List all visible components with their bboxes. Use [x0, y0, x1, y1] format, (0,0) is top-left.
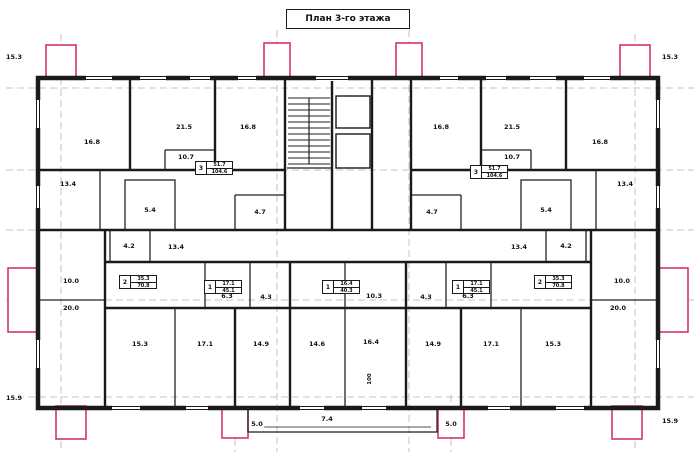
room-area-label: 4.3 [420, 293, 432, 301]
apartment-total-area: 104.6 [207, 168, 232, 175]
window-glazing [36, 76, 660, 410]
apartment-rooms-count: 3 [196, 162, 207, 174]
room-area-label: 10.0 [613, 277, 631, 285]
room-area-label: 14.9 [424, 340, 442, 348]
apartment-total-area: 45.1 [216, 287, 241, 294]
apartment-living-area: 35.3 [552, 276, 565, 282]
apartment-rooms-count: 1 [323, 281, 334, 293]
room-area-label: 5.4 [144, 206, 156, 214]
apartment-living-area: 51.7 [213, 162, 226, 168]
room-area-label: 10.0 [62, 277, 80, 285]
room-area-label: 10.7 [177, 153, 195, 161]
room-area-label: 10.3 [365, 292, 383, 300]
room-area-label: 13.4 [59, 180, 77, 188]
dimension-label: 5.0 [444, 420, 458, 428]
room-area-label: 15.3 [131, 340, 149, 348]
balcony-top-center-left [263, 42, 291, 80]
apartment-rooms-count: 2 [535, 276, 546, 288]
dimension-label: 15.9 [4, 394, 24, 402]
room-area-label: 4.7 [254, 208, 266, 216]
room-area-label: 20.0 [609, 304, 627, 312]
apartment-total-area: 104.6 [482, 172, 507, 179]
balcony-bottom-center-left [221, 406, 249, 439]
room-area-label: 4.3 [260, 293, 272, 301]
room-area-label: 10.7 [503, 153, 521, 161]
partition-walls [38, 149, 658, 408]
entrance-porch [247, 408, 438, 433]
apartment-summary-box: 2 35.3 70.8 [534, 275, 572, 289]
bathroom-left-walls [124, 179, 176, 231]
balcony-left [7, 267, 39, 333]
room-area-label: 15.3 [544, 340, 562, 348]
dimension-label: 100 [367, 373, 373, 385]
apartment-living-area: 17.1 [222, 281, 235, 287]
bathroom-right-walls [520, 179, 572, 231]
room-area-label: 14.9 [252, 340, 270, 348]
room-area-label: 21.5 [175, 123, 193, 131]
apartment-summary-box: 3 51.7 104.6 [195, 161, 233, 175]
room-area-label: 13.4 [510, 243, 528, 251]
apartment-summary-box: 1 17.1 45.1 [204, 280, 242, 294]
room-area-label: 4.2 [123, 242, 135, 250]
balcony-top-center-right [395, 42, 423, 80]
room-area-label: 4.2 [560, 242, 572, 250]
drawing-title: План 3-го этажа [286, 9, 410, 29]
room-area-label: 21.5 [503, 123, 521, 131]
apartment-total-area: 45.1 [464, 287, 489, 294]
room-area-label: 16.8 [432, 123, 450, 131]
room-area-label: 6.3 [221, 292, 233, 300]
window-openings [35, 75, 661, 411]
balcony-outlines [7, 42, 689, 440]
room-area-label: 13.4 [167, 243, 185, 251]
room-area-label: 17.1 [196, 340, 214, 348]
staircase-treads [288, 97, 330, 165]
apartment-rooms-count: 1 [205, 281, 216, 293]
apartment-total-area: 40.3 [334, 287, 359, 294]
room-area-label: 16.8 [591, 138, 609, 146]
apartment-rooms-count: 2 [120, 276, 131, 288]
balcony-top-right [619, 44, 651, 80]
apartment-summary-box: 2 35.3 70.8 [119, 275, 157, 289]
room-area-label: 13.4 [616, 180, 634, 188]
apartment-rooms-count: 3 [471, 166, 482, 178]
room-area-label: 20.0 [62, 304, 80, 312]
balcony-bottom-left [55, 405, 87, 440]
apartment-living-area: 35.3 [137, 276, 150, 282]
structural-walls [38, 78, 658, 408]
room-area-label: 6.3 [462, 292, 474, 300]
apartment-living-area: 51.7 [488, 166, 501, 172]
room-area-label: 17.1 [482, 340, 500, 348]
apartment-summary-box: 1 17.1 45.1 [452, 280, 490, 294]
apartment-rooms-count: 1 [453, 281, 464, 293]
apartment-total-area: 70.8 [546, 282, 571, 289]
balcony-right [657, 267, 689, 333]
elevator-shaft-1 [335, 95, 371, 129]
dimension-label: 5.0 [250, 420, 264, 428]
dimension-label: 15.9 [660, 417, 680, 425]
room-area-label: 14.6 [308, 340, 326, 348]
apartment-summary-box: 1 16.4 40.3 [322, 280, 360, 294]
elevator-shafts [335, 95, 371, 169]
apartment-total-area: 70.8 [131, 282, 156, 289]
room-area-label: 16.8 [83, 138, 101, 146]
balcony-top-left [45, 44, 77, 80]
dimension-label: 15.3 [4, 53, 24, 61]
apartment-living-area: 16.4 [340, 281, 353, 287]
room-area-label: 16.8 [239, 123, 257, 131]
dimension-label: 7.4 [320, 415, 334, 423]
elevator-shaft-2 [335, 133, 371, 169]
room-area-label: 16.4 [362, 338, 380, 346]
apartment-living-area: 17.1 [470, 281, 483, 287]
room-area-label: 4.7 [426, 208, 438, 216]
room-area-label: 5.4 [540, 206, 552, 214]
apartment-summary-box: 3 51.7 104.6 [470, 165, 508, 179]
dimension-label: 15.3 [660, 53, 680, 61]
balcony-bottom-right [611, 405, 643, 440]
